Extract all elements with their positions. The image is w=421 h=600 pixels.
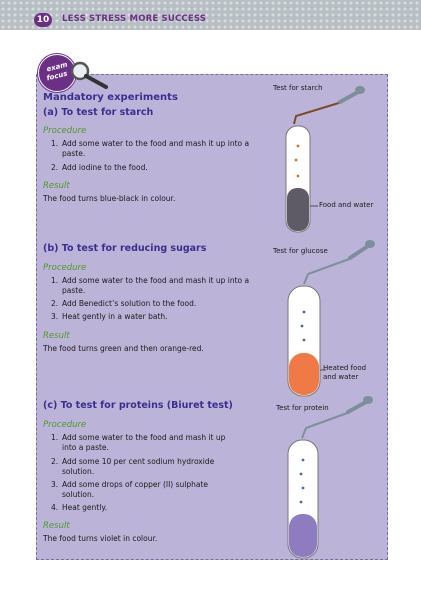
section-b-step: Add Benedict’s solution to the food. xyxy=(62,299,197,308)
section-c-step-number: 4. xyxy=(51,503,59,512)
header-band xyxy=(0,0,421,30)
figure-a-test-tube xyxy=(285,86,365,233)
section-c-step-number: 3. xyxy=(51,480,59,489)
figure-a-label: Food and water xyxy=(319,201,374,209)
figure-b-label-line1: Heated food xyxy=(323,364,367,372)
section-b-title: (b) To test for reducing sugars xyxy=(43,243,207,254)
section-b-procedure-label: Procedure xyxy=(43,263,87,273)
running-title: LESS STRESS MORE SUCCESS xyxy=(62,14,207,24)
content-panel xyxy=(36,74,388,560)
section-b-step-number: 3. xyxy=(51,312,59,321)
section-c-title: (c) To test for proteins (Biuret test) xyxy=(43,400,233,411)
section-a-result-label: Result xyxy=(43,181,70,191)
section-a-step: Add iodine to the food. xyxy=(62,163,148,172)
section-c-step: Add some drops of copper (II) sulphate s… xyxy=(62,480,209,499)
section-c-step: Add some 10 per cent sodium hydroxide so… xyxy=(62,457,215,476)
figure-b-title: Test for glucose xyxy=(273,247,328,255)
section-b-step: Add some water to the food and mash it u… xyxy=(62,276,250,295)
section-c-procedure-label: Procedure xyxy=(43,420,87,430)
figure-c-liquid xyxy=(289,514,317,557)
section-a-result-text: The food turns blue-black in colour. xyxy=(43,194,176,203)
section-a-title: (a) To test for starch xyxy=(43,107,154,118)
figure-a-liquid xyxy=(287,188,309,231)
figure-b-liquid xyxy=(289,353,319,395)
section-a-step-number: 1. xyxy=(51,139,59,148)
section-c-step-number: 1. xyxy=(51,433,59,442)
section-c-step: Heat gently. xyxy=(62,503,108,512)
section-b-result-label: Result xyxy=(43,331,70,341)
section-c-result-text: The food turns violet in colour. xyxy=(43,534,158,543)
main-heading: Mandatory experiments xyxy=(43,92,178,103)
magnifying-glass-icon xyxy=(70,61,108,89)
figure-c-test-tube xyxy=(287,396,373,559)
section-b-step: Heat gently in a water bath. xyxy=(62,312,168,321)
section-c-result-label: Result xyxy=(43,521,70,531)
section-b-step-number: 2. xyxy=(51,299,59,308)
section-a-step-number: 2. xyxy=(51,163,59,172)
section-a-step: Add some water to the food and mash it u… xyxy=(62,139,250,158)
section-b-result-text: The food turns green and then orange-red… xyxy=(43,344,204,353)
section-c-step-number: 2. xyxy=(51,457,59,466)
section-b-step-number: 1. xyxy=(51,276,59,285)
figure-c-title: Test for protein xyxy=(276,404,329,412)
figure-b-test-tube xyxy=(287,240,375,397)
section-a-procedure-label: Procedure xyxy=(43,126,87,136)
section-c-step: Add some water to the food and mash it u… xyxy=(62,433,226,452)
page-number: 10 xyxy=(34,13,52,27)
figure-a-title: Test for starch xyxy=(273,84,323,92)
figure-b-label-line2: and water xyxy=(323,373,359,381)
